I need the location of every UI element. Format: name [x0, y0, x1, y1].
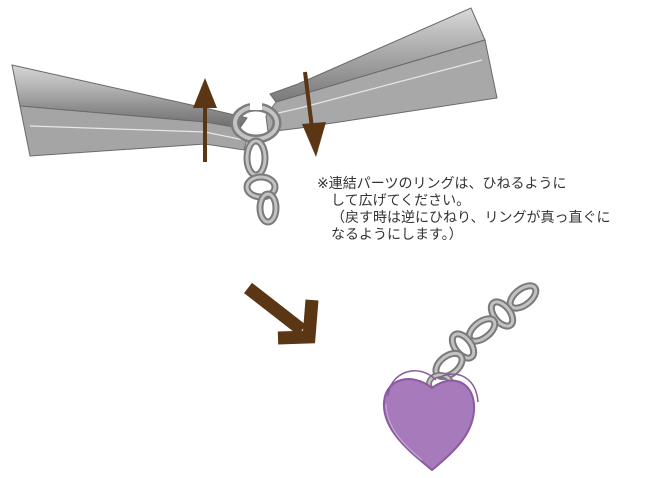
- note-line-1: ※連結パーツのリングは、ひねるように: [317, 176, 567, 192]
- instruction-note: ※連結パーツのリングは、ひねるように して広げてください。 （戻す時は逆にひねり…: [317, 176, 657, 244]
- chain-icon: [243, 137, 280, 226]
- note-line-3: （戻す時は逆にひねり、リングが真っ直ぐに: [331, 210, 611, 226]
- heart-charm-icon: [382, 370, 479, 472]
- right-plier-icon: [265, 7, 498, 133]
- note-line-2: して広げてください。: [331, 193, 471, 209]
- diagonal-arrow-icon: [244, 282, 319, 345]
- left-plier-icon: [11, 64, 249, 157]
- charm-chain-icon: [426, 282, 540, 396]
- arrow-down-icon: [302, 71, 326, 157]
- note-line-4: なるようにします。）: [331, 227, 463, 243]
- arrow-up-icon: [193, 78, 217, 162]
